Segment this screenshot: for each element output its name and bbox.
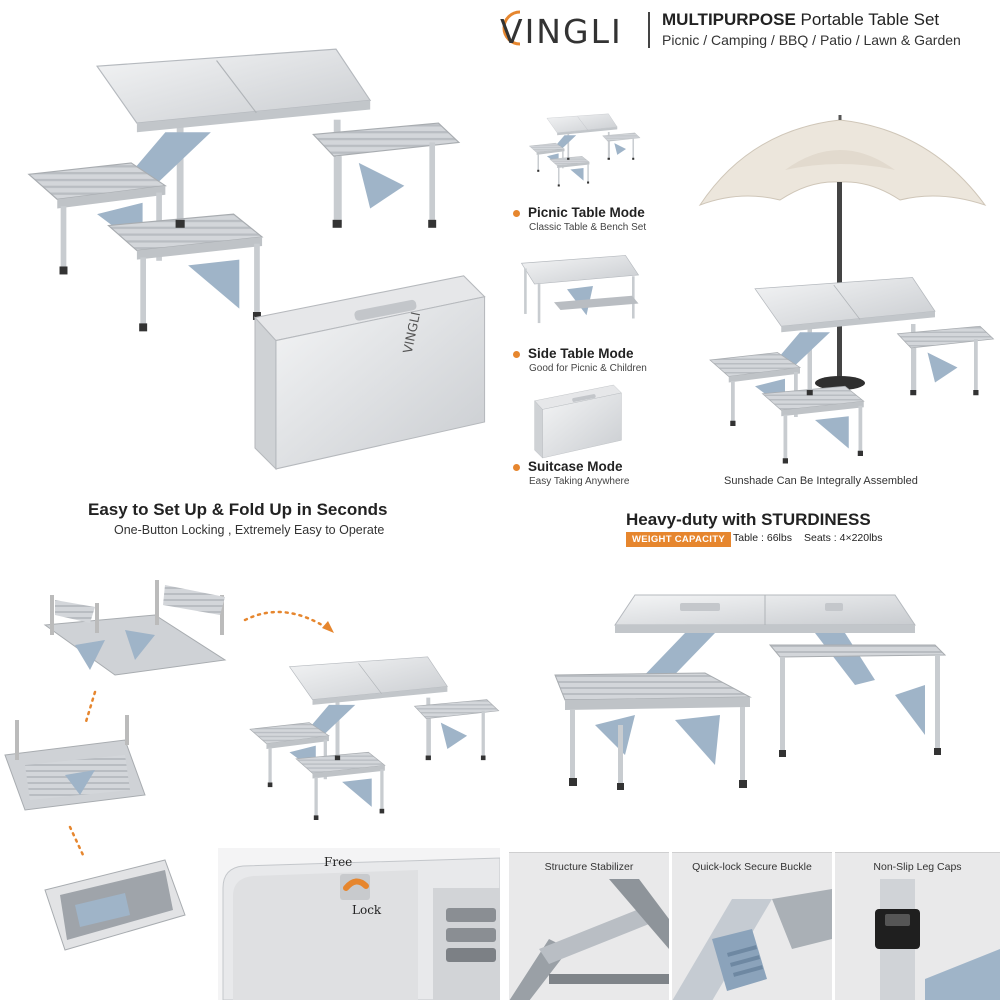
detail-panel-leg-caps: Non-Slip Leg Caps [835, 852, 1000, 1000]
brand-divider [648, 12, 650, 48]
step-dots-icon [68, 825, 85, 857]
mode-title: Picnic Table Mode [528, 205, 645, 220]
brand-title-bold: MULTIPURPOSE [662, 10, 796, 29]
mode-bullet-icon [513, 351, 520, 358]
brand-title-rest: Portable Table Set [795, 10, 940, 29]
fold-step-2-image [4, 710, 155, 820]
fold-step-1-image [35, 575, 245, 700]
spec-table: Table : 66lbs [733, 532, 792, 544]
lock-closeup-image [218, 848, 500, 1000]
brand-title: MULTIPURPOSE Portable Table Set [662, 10, 939, 30]
step-dots-icon [83, 690, 97, 727]
assembled-table-image [249, 630, 500, 835]
fold-step-3-image [44, 855, 195, 960]
sturdy-table-image [554, 585, 975, 815]
folded-suitcase-image: VINGLI [254, 275, 495, 475]
lock-lock-label: Lock [352, 903, 382, 917]
weight-capacity-badge: WEIGHT CAPACITY [626, 532, 731, 547]
mode-desc: Good for Picnic & Children [529, 363, 647, 374]
lock-free-label: Free [324, 855, 353, 869]
umbrella-table-image [690, 110, 995, 464]
step-arrow-icon [243, 610, 334, 633]
setup-subheadline: One-Button Locking , Extremely Easy to O… [114, 523, 385, 537]
detail-label: Structure Stabilizer [544, 861, 634, 873]
detail-panel-stabilizer: Structure Stabilizer [509, 852, 669, 1000]
mode-side-image [515, 250, 645, 335]
mode-picnic-image [510, 105, 660, 190]
mode-bullet-icon [513, 210, 520, 217]
sturdy-headline-regular: Heavy-duty with [626, 510, 762, 529]
mode-title: Side Table Mode [528, 346, 634, 361]
mode-bullet-icon [513, 464, 520, 471]
setup-headline: Easy to Set Up & Fold Up in Seconds [88, 500, 388, 519]
mode-desc: Easy Taking Anywhere [529, 476, 630, 487]
detail-panel-buckle: Quick-lock Secure Buckle [672, 852, 832, 1000]
brand-logo: VINGLI [500, 12, 623, 51]
spec-seats: Seats : 4×220lbs [804, 532, 883, 544]
mode-suitcase-image [530, 384, 630, 460]
sturdy-headline-bold: STURDINESS [761, 510, 871, 529]
brand-subtitle: Picnic / Camping / BBQ / Patio / Lawn & … [662, 32, 961, 48]
detail-label: Non-Slip Leg Caps [873, 861, 962, 873]
sturdy-headline: Heavy-duty with STURDINESS [626, 510, 871, 530]
logo-arc-icon [502, 10, 521, 46]
mode-desc: Classic Table & Bench Set [529, 222, 647, 233]
sunshade-caption: Sunshade Can Be Integrally Assembled [724, 475, 918, 487]
detail-label: Quick-lock Secure Buckle [692, 861, 812, 873]
mode-title: Suitcase Mode [528, 459, 623, 474]
brand-header: VINGLI MULTIPURPOSE Portable Table Set P… [500, 8, 995, 53]
